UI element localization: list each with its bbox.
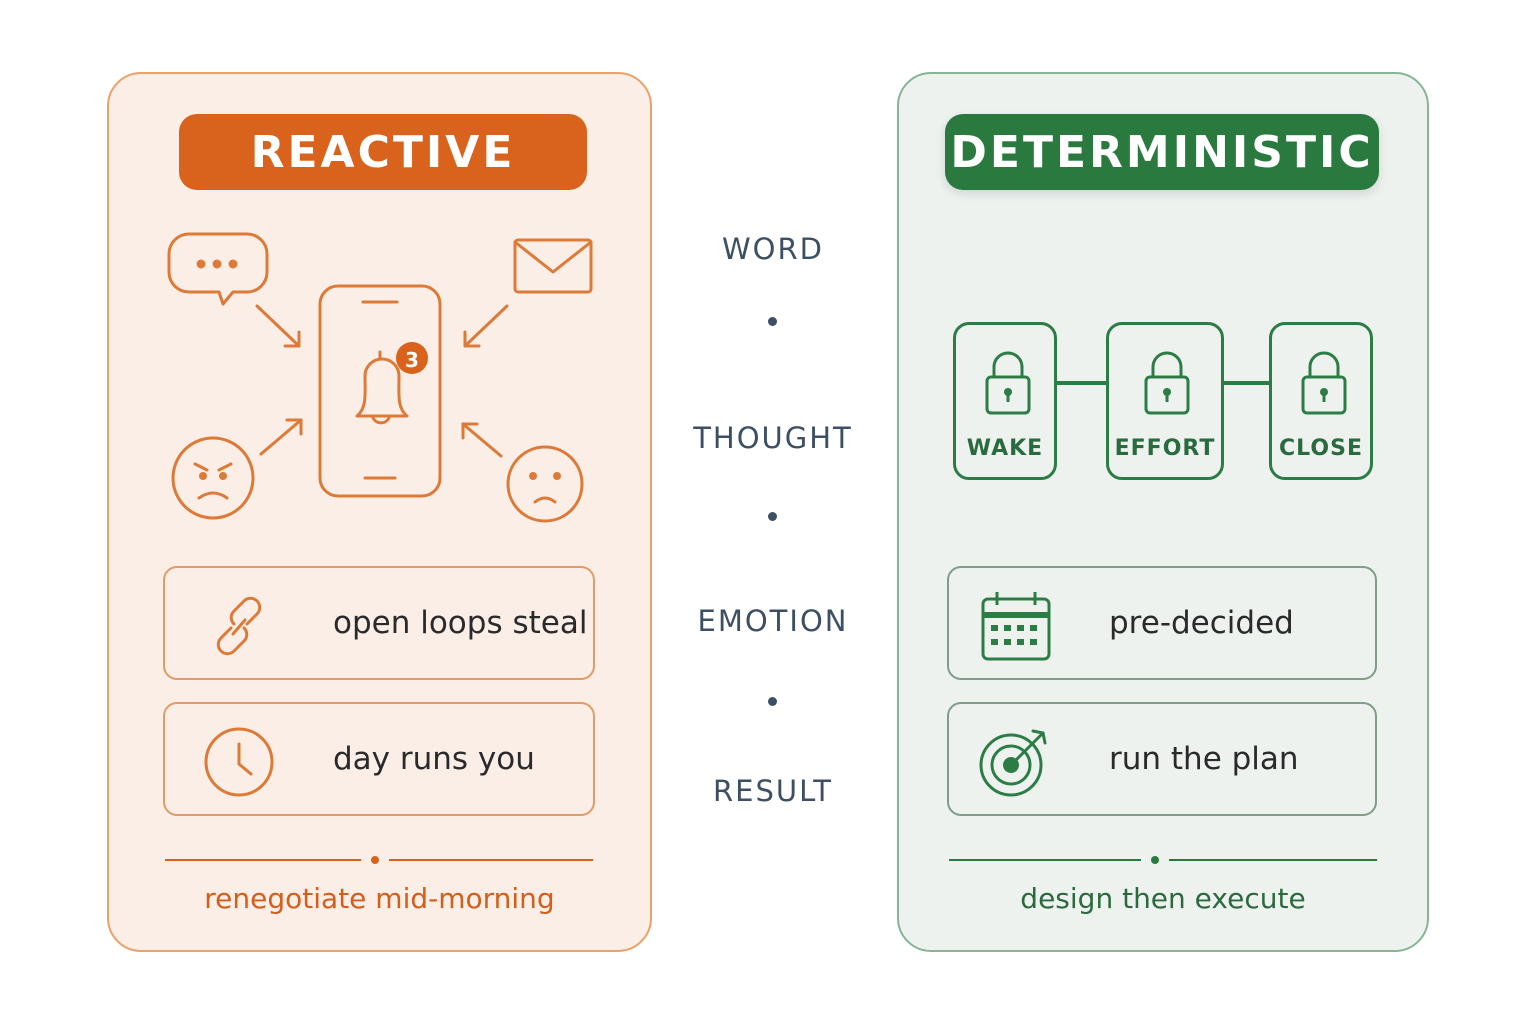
step-effort: EFFORT [1106,322,1224,480]
reactive-footer: renegotiate mid-morning [204,882,555,915]
reactive-item-open-loops: open loops steal [163,566,595,680]
step-label: CLOSE [1279,436,1363,461]
arrow-icons [255,304,509,458]
deterministic-title: DETERMINISTIC [945,114,1379,190]
deterministic-item-text: run the plan [1109,741,1299,777]
reactive-card: REACTIVE [107,72,652,952]
mid-dot [768,697,777,706]
angry-face-icon [171,436,255,520]
deterministic-card: DETERMINISTIC WAKE EFFORT [897,72,1429,952]
worried-face-icon [506,445,584,523]
reactive-item-day-runs: day runs you [163,702,595,816]
calendar-icon [981,592,1051,661]
deterministic-item-run-plan: run the plan [947,702,1377,816]
deterministic-item-text: pre-decided [1109,605,1294,641]
deterministic-divider [949,856,1377,864]
envelope-icon [513,238,593,294]
reactive-title: REACTIVE [179,114,587,190]
mid-label-thought: THOUGHT [693,421,853,455]
reactive-divider [165,856,593,864]
mid-dot [768,317,777,326]
step-close: CLOSE [1269,322,1373,480]
mid-dot [768,512,777,521]
target-icon [979,729,1047,797]
mid-label-emotion: EMOTION [697,604,849,638]
padlock-icon [1144,351,1190,415]
reactive-illustration: 3 [167,232,593,523]
clock-icon [204,727,274,797]
step-wake: WAKE [953,322,1057,480]
notification-badge [396,342,428,374]
chain-link-icon [216,596,262,656]
phone-bell-icon [318,284,442,498]
mid-label-word: WORD [722,232,824,266]
reactive-item-text: day runs you [333,741,535,777]
reactive-item-text: open loops steal [333,605,588,641]
notification-count: 3 [405,348,419,372]
step-label: EFFORT [1114,436,1216,461]
speech-bubble-icon [167,232,269,306]
step-label: WAKE [966,436,1044,461]
deterministic-footer: design then execute [1020,882,1306,915]
padlock-icon [1301,351,1347,415]
deterministic-item-pre-decided: pre-decided [947,566,1377,680]
padlock-icon [985,351,1031,415]
step-connector [1057,381,1109,385]
mid-label-result: RESULT [713,774,833,808]
step-connector [1221,381,1271,385]
